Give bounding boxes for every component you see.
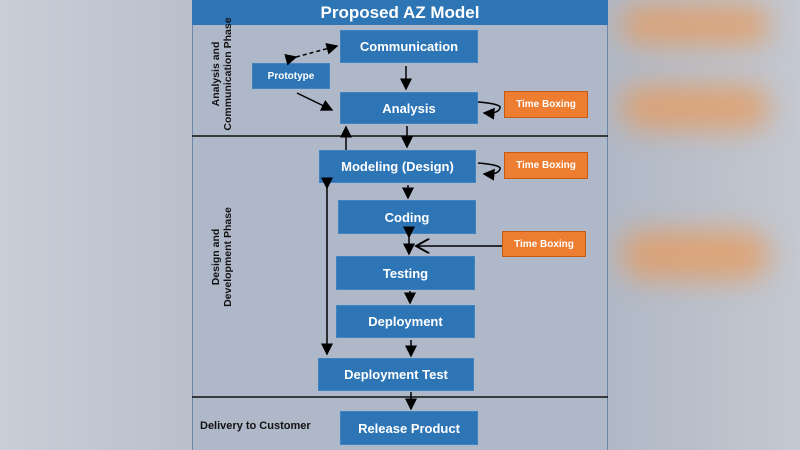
loop-analysis	[477, 101, 501, 120]
testing-box: Testing	[336, 256, 475, 290]
prototype-box: Prototype	[252, 63, 330, 89]
deployment-box: Deployment	[336, 305, 475, 338]
background-blur	[620, 5, 770, 45]
background-blur	[620, 85, 770, 130]
deployment-test-box: Deployment Test	[318, 358, 474, 391]
loop-modeling	[477, 162, 501, 181]
arrow-prototype-communication	[284, 42, 339, 66]
communication-box: Communication	[340, 30, 478, 63]
diagram-title: Proposed AZ Model	[192, 0, 608, 25]
time-boxing-modeling: Time Boxing	[504, 152, 588, 179]
modeling-box: Modeling (Design)	[319, 150, 476, 183]
background-blur	[620, 230, 770, 280]
analysis-box: Analysis	[340, 92, 478, 124]
arrow-prototype-analysis	[296, 92, 334, 111]
phase-label-delivery: Delivery to Customer	[200, 420, 311, 432]
time-boxing-coding: Time Boxing	[502, 231, 586, 257]
time-boxing-analysis: Time Boxing	[504, 91, 588, 118]
release-product-box: Release Product	[340, 411, 478, 445]
